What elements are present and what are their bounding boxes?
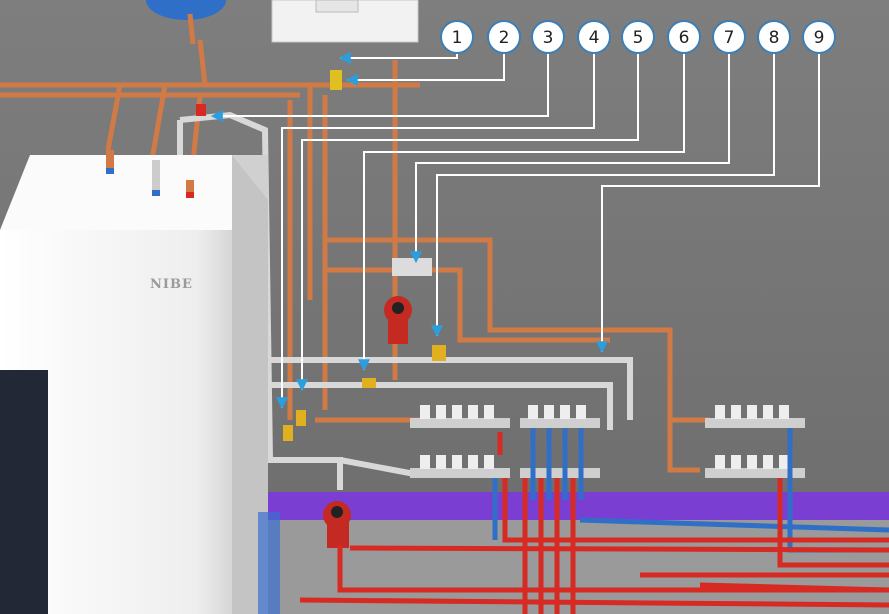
- callout-3-label: 3: [543, 28, 554, 48]
- callout-7: 7: [712, 20, 746, 54]
- callout-9-label: 9: [814, 28, 825, 48]
- nibe-logo: NIBE: [150, 277, 193, 292]
- valve-3-lower: [283, 425, 293, 441]
- tank-pipe: [187, 13, 196, 45]
- callout-6-label: 6: [679, 28, 690, 48]
- supply-pipes-red: [299, 432, 889, 614]
- valve-1: [330, 70, 342, 90]
- expansion-tank: [146, 0, 226, 20]
- callout-4: 4: [577, 20, 611, 54]
- circulation-pump-upper: [384, 258, 432, 344]
- valve-6: [432, 345, 446, 361]
- valve-3: [196, 104, 206, 116]
- callout-6: 6: [667, 20, 701, 54]
- callout-5-label: 5: [633, 28, 644, 48]
- manifold-left: [410, 405, 510, 478]
- leader-lines: [210, 50, 820, 410]
- callout-2-label: 2: [499, 28, 510, 48]
- callout-2: 2: [487, 20, 521, 54]
- callouts: 1 2 3 4 5 6 7 8: [440, 20, 836, 54]
- manifold-right: [705, 405, 805, 478]
- valve-5: [362, 378, 376, 388]
- floor-insulation-grid: [258, 512, 280, 614]
- callout-3: 3: [531, 20, 565, 54]
- callout-1-label: 1: [452, 28, 463, 48]
- callout-5: 5: [621, 20, 655, 54]
- callout-8-label: 8: [769, 28, 780, 48]
- return-pipes-blue: [492, 428, 889, 553]
- callout-8: 8: [757, 20, 791, 54]
- callout-1: 1: [440, 20, 474, 54]
- dark-cabinet: [0, 370, 48, 614]
- manifold-middle: [520, 405, 600, 478]
- callout-4-label: 4: [589, 28, 600, 48]
- boiler-panel: [315, 0, 359, 13]
- circulation-pump-lower: [323, 501, 351, 548]
- callout-9: 9: [802, 20, 836, 54]
- valve-4: [296, 410, 306, 426]
- heat-pump-connections: [106, 150, 194, 198]
- callout-7-label: 7: [724, 28, 735, 48]
